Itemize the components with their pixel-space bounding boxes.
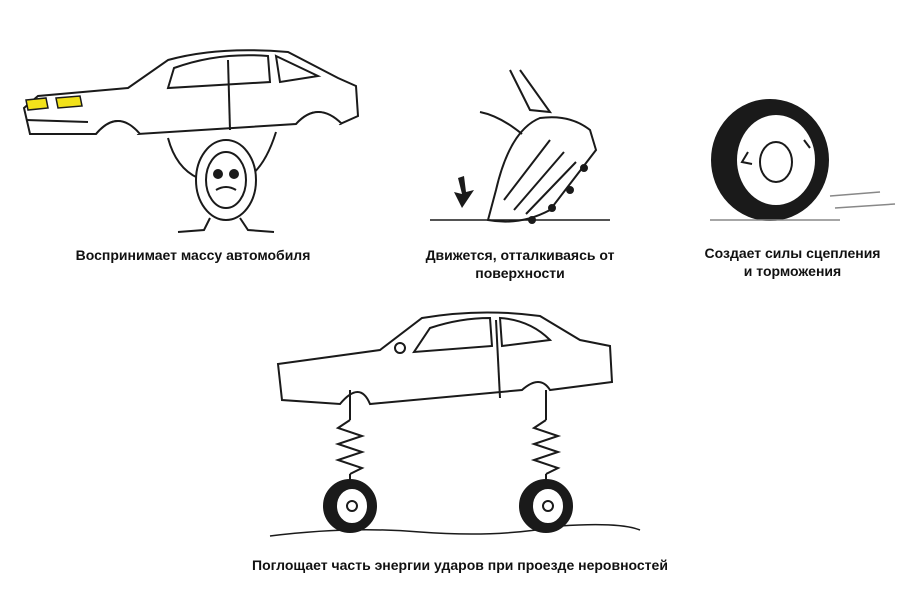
push-illustration (400, 70, 640, 240)
caption-grip-line1: Создает силы сцепления (704, 245, 881, 261)
grip-illustration (680, 100, 905, 240)
tire-icon (712, 100, 828, 220)
spring-icon (338, 390, 558, 496)
caption-absorb: Поглощает часть энергии ударов при проез… (200, 556, 720, 574)
wheel-icon (324, 480, 572, 532)
headlight-icon (26, 96, 82, 110)
caption-grip: Создает силы сцепления и торможения (670, 244, 915, 280)
caption-weight-line1: Воспринимает массу автомобиля (75, 247, 311, 263)
panel-absorb: Поглощает часть энергии ударов при проез… (200, 300, 720, 590)
shoe-icon (480, 70, 596, 223)
car-icon (278, 312, 612, 404)
car-icon (24, 50, 358, 134)
weight-illustration (18, 38, 368, 238)
caption-push-line2: поверхности (475, 265, 565, 281)
caption-weight: Воспринимает массу автомобиля (18, 246, 368, 264)
down-arrow-icon (454, 176, 474, 208)
caption-absorb-line1: Поглощает часть энергии ударов при проез… (252, 557, 668, 573)
panel-push: Движется, отталкиваясь от поверхности (400, 70, 640, 281)
panel-grip: Создает силы сцепления и торможения (680, 100, 905, 290)
caption-push-line1: Движется, отталкиваясь от (425, 247, 615, 263)
absorb-illustration (200, 300, 720, 550)
caption-grip-line2: и торможения (743, 263, 842, 279)
panel-weight: Воспринимает массу автомобиля (18, 38, 368, 263)
caption-push: Движется, отталкиваясь от поверхности (400, 246, 640, 282)
motion-lines (710, 192, 895, 220)
tire-character-icon (168, 132, 276, 232)
road-line (270, 525, 640, 536)
